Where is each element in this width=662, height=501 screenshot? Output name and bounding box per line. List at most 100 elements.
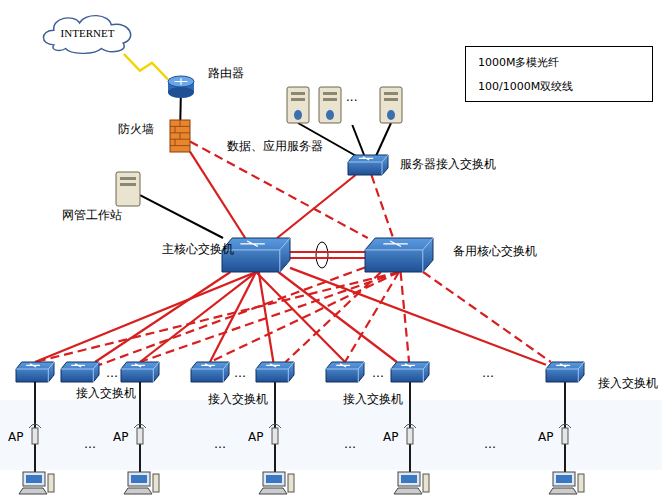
- router-icon: [168, 76, 194, 98]
- fiber-lines-backup: [35, 272, 399, 362]
- pc-monitor: [23, 472, 45, 486]
- pc-tower: [48, 474, 54, 492]
- ap-signal: [29, 424, 41, 428]
- legend-text: 100/1000M双绞线: [478, 79, 573, 94]
- twisted-pair: [140, 195, 223, 238]
- brick-line: [170, 145, 190, 146]
- pc-tower: [578, 474, 584, 492]
- switch-arrows: [131, 364, 145, 367]
- pc-screen: [266, 475, 282, 483]
- router-arrows: [175, 78, 188, 85]
- ap-body: [272, 428, 278, 444]
- node-label: 接入交换机: [343, 392, 403, 406]
- pc-keyboard: [259, 488, 287, 494]
- pc-keyboard: [19, 488, 47, 494]
- connector: [371, 175, 393, 238]
- switch-edge: [16, 362, 54, 382]
- ap-signal: [269, 424, 281, 428]
- legend-text: 1000M多模光纤: [478, 55, 560, 70]
- ap-label: AP: [248, 430, 263, 444]
- switch-body: [348, 155, 388, 175]
- firewall-body: [170, 120, 190, 152]
- ellipsis-mark: …: [234, 366, 246, 380]
- pc-screen: [26, 475, 42, 483]
- access-switches: [16, 362, 364, 382]
- connector: [140, 195, 223, 238]
- switch-edge: [256, 362, 294, 382]
- switch-arrows: [266, 364, 280, 367]
- fiber-line: [140, 272, 256, 362]
- connector: [190, 141, 368, 238]
- router-node: 路由器: [168, 76, 194, 98]
- ap-label: AP: [538, 430, 553, 444]
- legend-box: 1000M多模光纤 100/1000M双绞线: [465, 46, 653, 102]
- bundle-ellipse: [316, 242, 328, 268]
- server-bay: [384, 92, 398, 95]
- server-tower: [319, 87, 341, 123]
- node-label: INTERNET: [61, 26, 115, 40]
- ellipsis-mark: …: [84, 437, 96, 451]
- node-label: 网管工作站: [62, 208, 122, 222]
- twisted-pair: [564, 382, 566, 472]
- switch-icon: [546, 362, 584, 382]
- firewall-node: 防火墙: [170, 120, 190, 152]
- switch-node: 主核心交换机: [222, 238, 290, 272]
- switch-node: 备用核心交换机: [365, 238, 433, 272]
- fiber-line: [259, 272, 274, 362]
- ap-signal: [404, 424, 416, 428]
- switch-icon: [365, 238, 433, 272]
- router-base: [168, 87, 194, 98]
- switch-arrows: [71, 364, 85, 367]
- cloud-node: INTERNET: [40, 12, 135, 54]
- pc-screen: [131, 475, 147, 483]
- ap-body: [562, 428, 568, 444]
- fiber-line: [140, 272, 399, 362]
- switch-arrows: [26, 364, 40, 367]
- connector: [124, 54, 168, 79]
- pc-monitor: [553, 472, 575, 486]
- ap-body: [407, 428, 413, 444]
- ap-label: AP: [8, 430, 23, 444]
- node-label: 服务器接入交换机: [400, 157, 496, 171]
- switch-body: [546, 362, 584, 382]
- fiber-line: [290, 257, 365, 259]
- pc-tower: [423, 474, 429, 492]
- fiber-line: [99, 267, 365, 365]
- node-label: 数据、应用服务器: [227, 139, 323, 153]
- ap-body: [137, 428, 143, 444]
- fiber-line: [286, 272, 381, 362]
- fiber-line: [256, 272, 345, 362]
- ellipsis-mark: …: [344, 437, 356, 451]
- node-label: 接入交换机: [76, 386, 136, 400]
- brick-line: [175, 126, 176, 132]
- switch-edge: [365, 238, 433, 272]
- switch-body: [326, 362, 364, 382]
- server-disk: [294, 110, 302, 120]
- node-label: 主核心交换机: [162, 242, 234, 256]
- access-switch-icon: [191, 362, 229, 382]
- brick-line: [180, 133, 181, 139]
- ellipsis-mark: …: [214, 437, 226, 451]
- server-bay: [323, 92, 337, 95]
- switch-arrows: [383, 241, 407, 246]
- ellipsis-mark: …: [482, 366, 494, 380]
- switch-edge: [546, 362, 584, 382]
- ellipsis-mark: …: [484, 437, 496, 451]
- ap-label: AP: [113, 430, 128, 444]
- pc-icon: [116, 172, 140, 206]
- workstation-bay: [120, 177, 136, 180]
- twisted-pair: [179, 98, 181, 120]
- connector: [95, 272, 230, 362]
- server-tower: [380, 87, 402, 123]
- pc-screen: [556, 475, 572, 483]
- pc-monitor: [263, 472, 285, 486]
- switch-node: 接入交换机: [61, 362, 99, 382]
- switch-arrows: [556, 364, 570, 367]
- switch-node: 服务器接入交换机: [348, 155, 388, 175]
- switch-body: [16, 362, 54, 382]
- fiber-line: [423, 272, 551, 362]
- access-switch-icon: [16, 362, 54, 382]
- switch-arrows: [240, 241, 264, 246]
- switch-icon: [391, 362, 429, 382]
- servers-node: 数据、应用服务器: [287, 85, 402, 125]
